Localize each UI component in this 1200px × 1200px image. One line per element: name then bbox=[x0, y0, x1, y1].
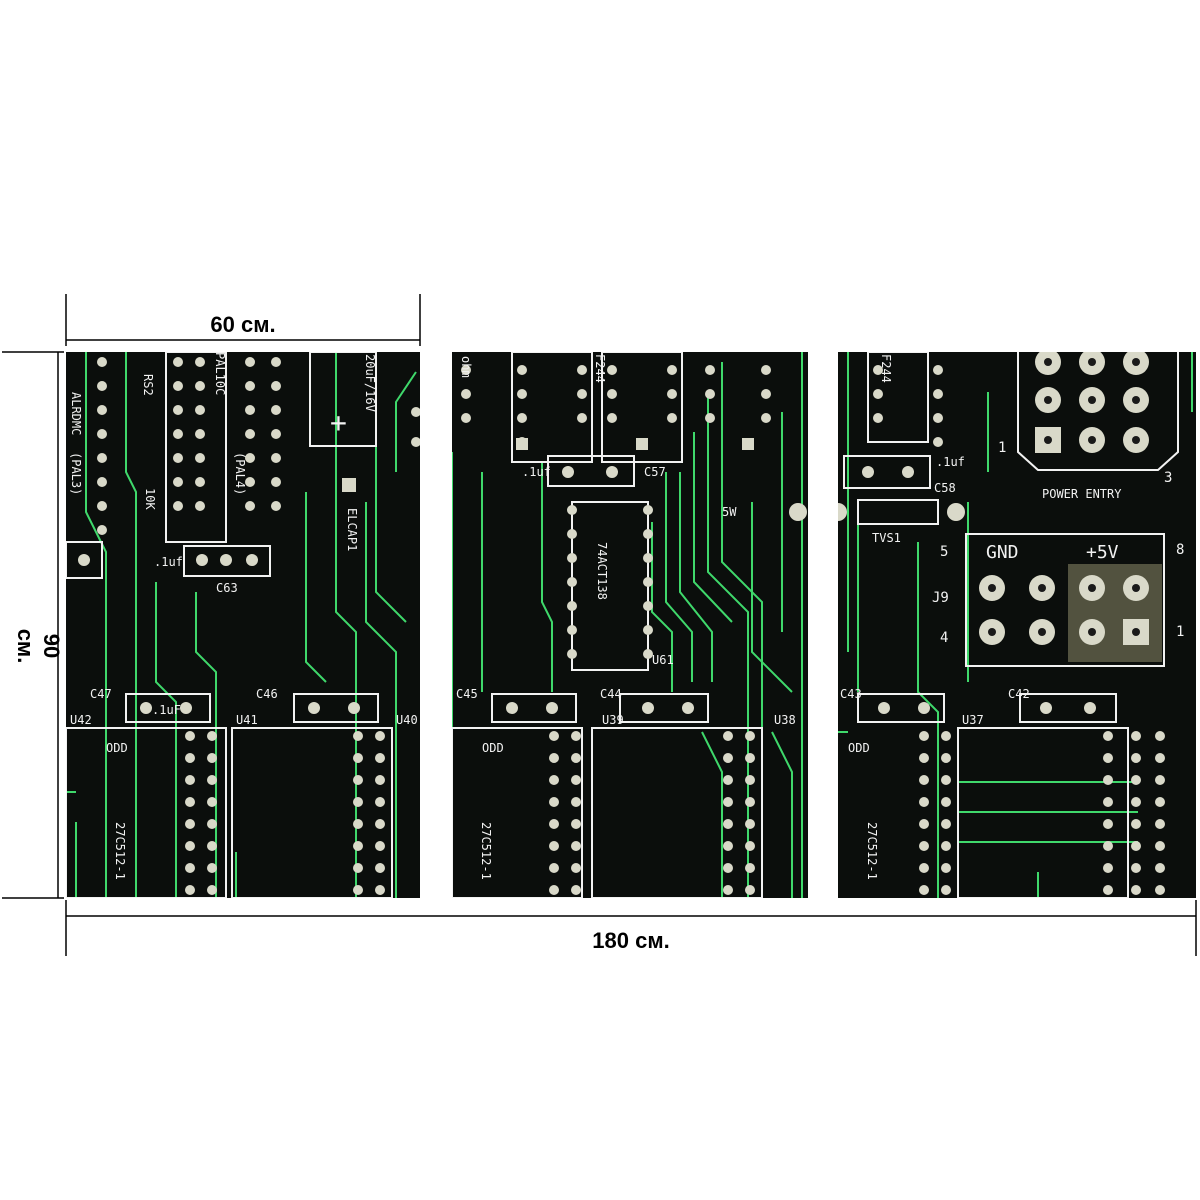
label-5v: +5V bbox=[1086, 542, 1119, 563]
label-3: 3 bbox=[1164, 470, 1172, 486]
label-27c512: 27C512-1 bbox=[113, 822, 127, 880]
label-u37: U37 bbox=[962, 713, 984, 727]
label-c57: C57 bbox=[644, 465, 666, 479]
silkscreen-outlines bbox=[452, 352, 763, 898]
label-odd: ODD bbox=[848, 741, 870, 755]
tvs-outline bbox=[857, 499, 939, 525]
silkscreen-labels: F244 3 1 POWER ENTRY .1uf C58 TVS1 5 8 G… bbox=[840, 354, 1184, 880]
label-5w: 5W bbox=[722, 505, 737, 519]
traces bbox=[66, 352, 417, 898]
label-20uf: 20uF/16V bbox=[363, 354, 377, 412]
label-gnd: GND bbox=[986, 542, 1019, 563]
panel-width-label: 60 см. bbox=[210, 312, 276, 337]
label-1uf: .1uf bbox=[522, 465, 551, 479]
label-c44: C44 bbox=[600, 687, 622, 701]
label-c46: C46 bbox=[256, 687, 278, 701]
label-74act138: 74ACT138 bbox=[595, 542, 609, 600]
label-8: 8 bbox=[1176, 542, 1184, 558]
label-elcap1: ELCAP1 bbox=[345, 508, 359, 551]
traces bbox=[452, 352, 803, 898]
label-u40: U40 bbox=[396, 713, 418, 727]
canvas-panel-2: ohm F244 .1uf C57 74ACT138 U61 C45 C44 U… bbox=[452, 352, 808, 898]
ic-pads bbox=[461, 365, 807, 895]
silkscreen-outlines bbox=[843, 352, 1179, 898]
copper-pad-area bbox=[1068, 564, 1162, 662]
label-c47: C47 bbox=[90, 687, 112, 701]
label-u42: U42 bbox=[70, 713, 92, 727]
label-c58: C58 bbox=[934, 481, 956, 495]
label-plus: + bbox=[330, 406, 347, 439]
canvas-panel-3: F244 3 1 POWER ENTRY .1uf C58 TVS1 5 8 G… bbox=[838, 352, 1196, 898]
label-j9: J9 bbox=[932, 590, 949, 606]
label-c63: C63 bbox=[216, 581, 238, 595]
pad-holes bbox=[988, 358, 1140, 636]
silkscreen-labels: ALRDMC RS2 PAL10C (PAL3) (PAL4) 10K .1uf… bbox=[69, 352, 418, 880]
circuit-board-image-1: ALRDMC RS2 PAL10C (PAL3) (PAL4) 10K .1uf… bbox=[66, 352, 420, 898]
label-odd: ODD bbox=[106, 741, 128, 755]
label-u61: U61 bbox=[652, 653, 674, 667]
label-rs2: RS2 bbox=[141, 374, 155, 396]
label-1uf: .1uf bbox=[936, 455, 965, 469]
label-c43: C43 bbox=[840, 687, 862, 701]
label-tvs1: TVS1 bbox=[872, 531, 901, 545]
circuit-board-image-3: F244 3 1 POWER ENTRY .1uf C58 TVS1 5 8 G… bbox=[838, 352, 1193, 898]
canvas-panel-1: ALRDMC RS2 PAL10C (PAL3) (PAL4) 10K .1uf… bbox=[66, 352, 420, 898]
silkscreen-outlines bbox=[66, 352, 393, 898]
label-f244: F244 bbox=[879, 354, 893, 383]
label-ohm: ohm bbox=[459, 356, 473, 378]
label-5: 5 bbox=[940, 544, 948, 560]
label-pal10c: PAL10C bbox=[213, 352, 227, 395]
label-u38: U38 bbox=[774, 713, 796, 727]
label-c45: C45 bbox=[456, 687, 478, 701]
label-c42: C42 bbox=[1008, 687, 1030, 701]
label-alrdmc: ALRDMC bbox=[69, 392, 83, 435]
label-u39: U39 bbox=[602, 713, 624, 727]
label-1uf: .1uf bbox=[154, 555, 183, 569]
label-pal4: (PAL4) bbox=[233, 452, 247, 495]
label-27c512: 27C512-1 bbox=[479, 822, 493, 880]
circuit-board-image-2: ohm F244 .1uf C57 74ACT138 U61 C45 C44 U… bbox=[452, 352, 807, 898]
label-4: 4 bbox=[940, 630, 948, 646]
total-width-label: 180 см. bbox=[592, 928, 670, 953]
label-10k: 10K bbox=[143, 488, 157, 510]
label-1-bottom: 1 bbox=[1176, 624, 1184, 640]
label-1uf-2: .1uF bbox=[152, 703, 181, 717]
label-odd: ODD bbox=[482, 741, 504, 755]
ic-pads-left bbox=[78, 357, 420, 895]
label-27c512: 27C512-1 bbox=[865, 822, 879, 880]
label-f244: F244 bbox=[593, 354, 607, 383]
label-1-top: 1 bbox=[998, 440, 1006, 456]
silkscreen-labels: ohm F244 .1uf C57 74ACT138 U61 C45 C44 U… bbox=[456, 354, 796, 880]
label-pal3: (PAL3) bbox=[69, 452, 83, 495]
label-u41: U41 bbox=[236, 713, 258, 727]
height-label: 90 см. bbox=[13, 628, 64, 664]
label-power-entry: POWER ENTRY bbox=[1042, 487, 1122, 501]
pads bbox=[838, 352, 1165, 895]
